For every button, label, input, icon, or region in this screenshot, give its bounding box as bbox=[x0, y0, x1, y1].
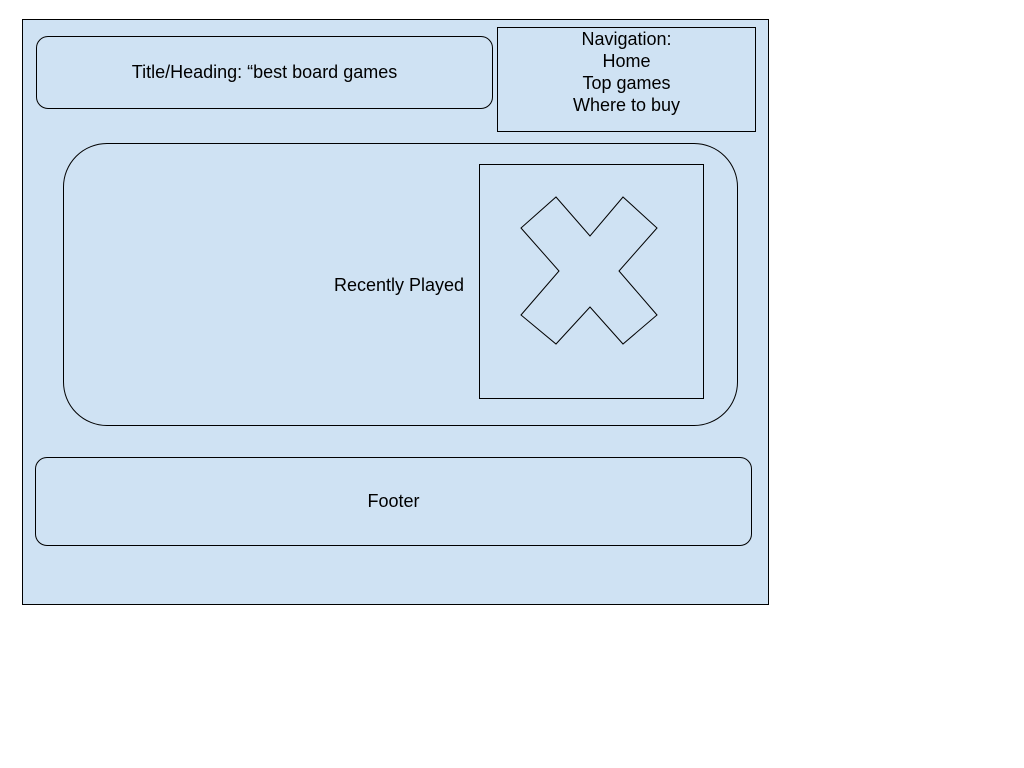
footer-box: Footer bbox=[35, 457, 752, 546]
image-placeholder bbox=[479, 164, 704, 399]
x-placeholder-icon bbox=[520, 196, 658, 345]
navigation-heading: Navigation: bbox=[581, 29, 672, 49]
recently-played-label: Recently Played bbox=[334, 275, 465, 295]
nav-item-home[interactable]: Home bbox=[602, 51, 651, 71]
nav-item-top-games[interactable]: Top games bbox=[582, 73, 671, 93]
footer-label: Footer bbox=[367, 491, 420, 511]
title-heading-box: Title/Heading: “best board games bbox=[36, 36, 493, 109]
recently-played-section: Recently Played bbox=[63, 143, 738, 426]
wireframe-page: Title/Heading: “best board games Navigat… bbox=[22, 19, 769, 605]
page-title: Title/Heading: “best board games bbox=[131, 62, 398, 82]
nav-item-where-to-buy[interactable]: Where to buy bbox=[572, 95, 681, 115]
navigation-box: Navigation: Home Top games Where to buy bbox=[497, 27, 756, 132]
